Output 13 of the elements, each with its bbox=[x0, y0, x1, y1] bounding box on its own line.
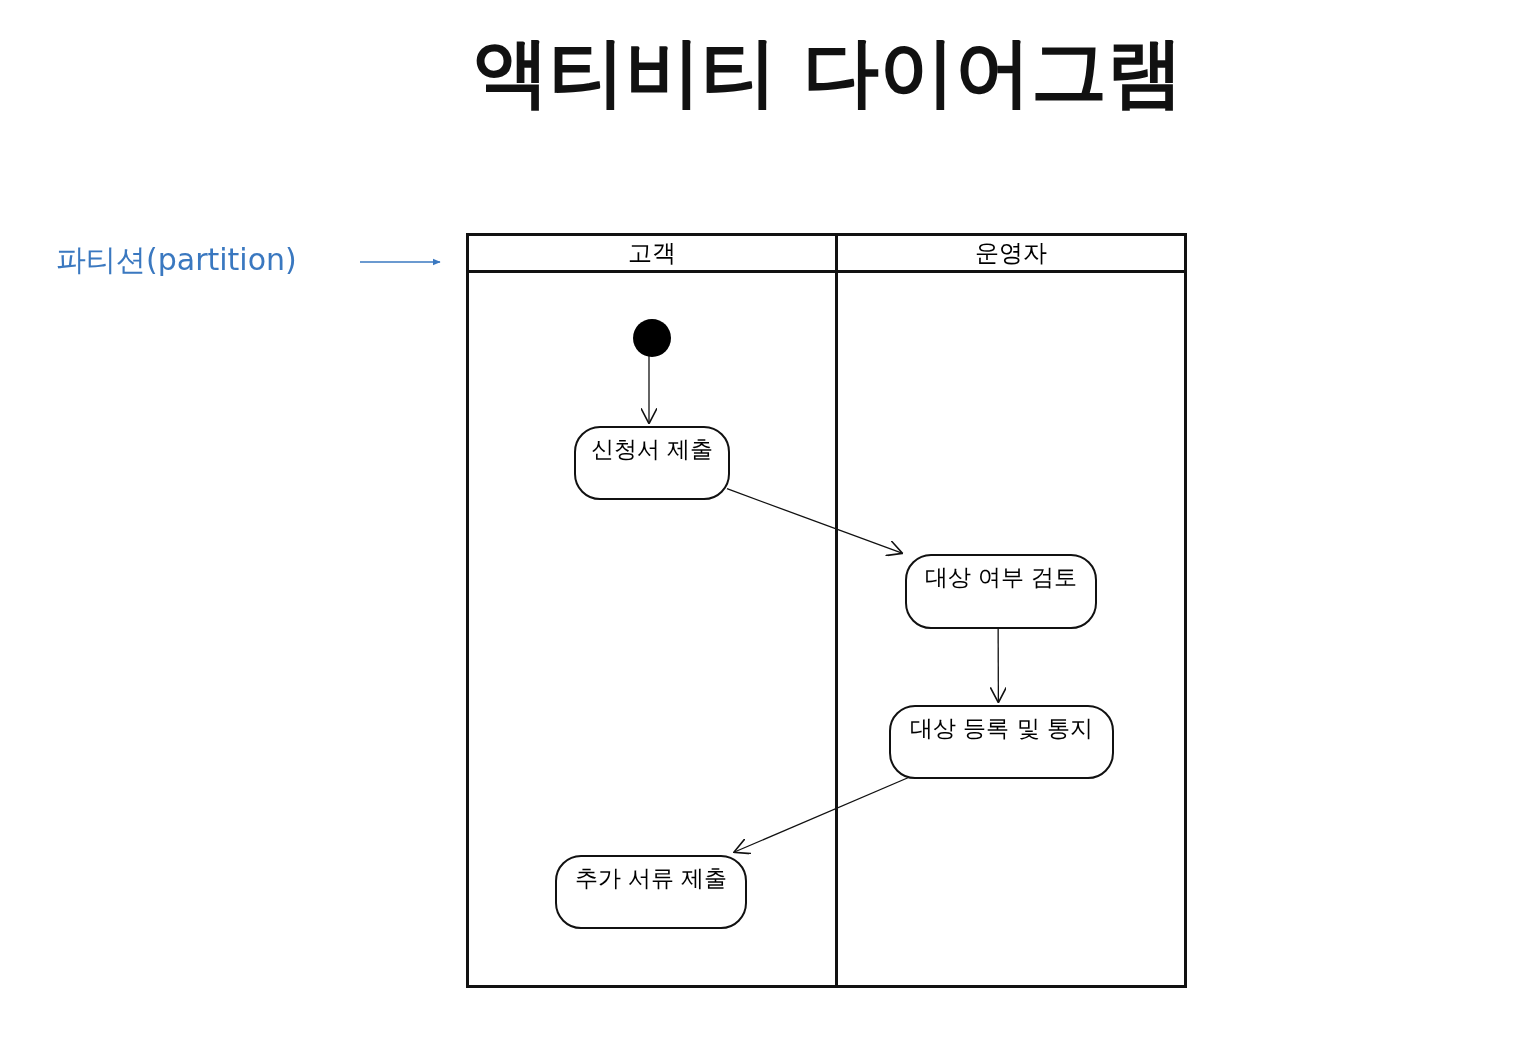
annotation-label: 파티션(partition) bbox=[56, 240, 346, 284]
activity-box: 대상 여부 검토 bbox=[905, 554, 1097, 629]
swimlane bbox=[466, 233, 838, 988]
arrow bbox=[359, 258, 441, 266]
activity-box: 대상 등록 및 통지 bbox=[889, 705, 1114, 779]
lane-header: 고객 bbox=[469, 236, 835, 273]
activity-box: 신청서 제출 bbox=[574, 426, 730, 500]
lane-header: 운영자 bbox=[838, 236, 1184, 273]
diagram-title: 액티비티 다이어그램 bbox=[471, 26, 1185, 118]
swimlane bbox=[835, 233, 1187, 988]
arrow bbox=[726, 488, 904, 557]
initial-node bbox=[633, 319, 671, 357]
activity-box: 추가 서류 제출 bbox=[555, 855, 747, 929]
